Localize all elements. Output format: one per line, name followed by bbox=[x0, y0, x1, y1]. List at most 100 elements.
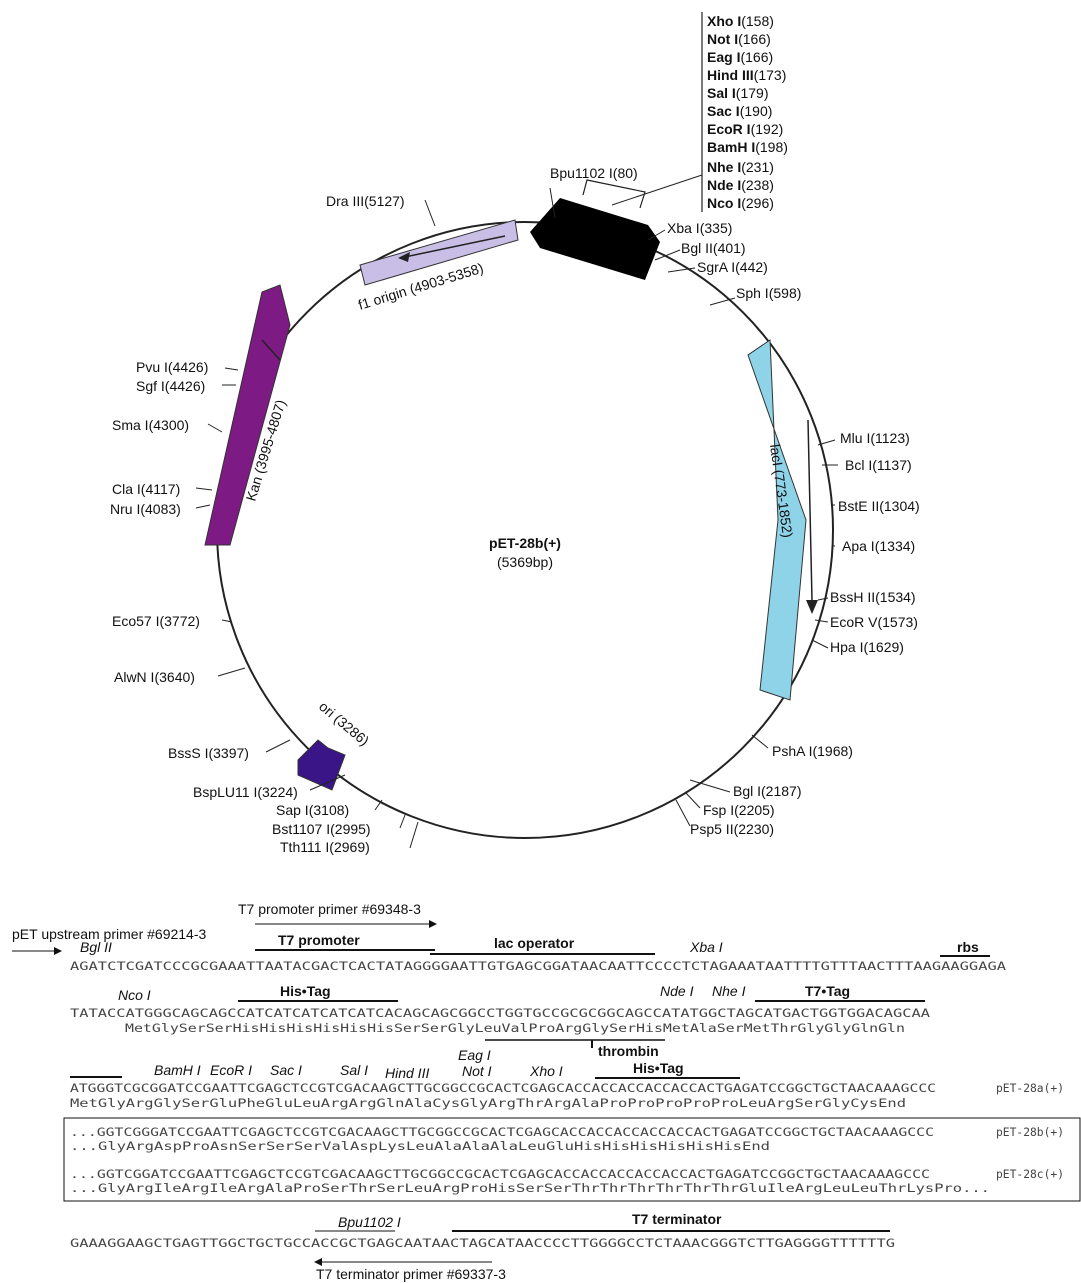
t7-tag-feature: T7•Tag bbox=[805, 983, 850, 999]
site-label: Sap I(3108) bbox=[276, 802, 349, 818]
nco-site: Nco I bbox=[118, 987, 151, 1003]
protein-line-2: MetGlySerSerHisHisHisHisHisHisSerSerGlyL… bbox=[125, 1022, 905, 1035]
laci-feature bbox=[747, 339, 807, 701]
site-label: Bgl II(401) bbox=[681, 240, 746, 256]
t7-promoter-primer-label: T7 promoter primer #69348-3 bbox=[238, 901, 421, 917]
t7-terminator-primer-label: T7 terminator primer #69337-3 bbox=[316, 1266, 506, 1282]
bgl2-site: Bgl II bbox=[80, 939, 112, 955]
site-label: AlwN I(3640) bbox=[114, 669, 195, 685]
site-label: Eco57 I(3772) bbox=[112, 613, 200, 629]
site-label: SgrA I(442) bbox=[697, 259, 768, 275]
plasmid-backbone bbox=[216, 221, 834, 839]
sal-site: Sal I bbox=[340, 1062, 368, 1078]
mcs-item: Eag I(166) bbox=[707, 49, 773, 65]
site-label: Bpu1102 I(80) bbox=[550, 165, 638, 181]
plasmid-name: pET-28b(+) bbox=[489, 535, 561, 551]
protein-line-3: MetGlyArgGlySerGluPheGluLeuArgArgGlnAlaC… bbox=[70, 1097, 906, 1110]
site-label: Apa I(1334) bbox=[842, 538, 915, 554]
mcs-item: Sal I(179) bbox=[707, 85, 768, 101]
his-tag-2-feature: His•Tag bbox=[633, 1060, 684, 1076]
site-label: Psp5 II(2230) bbox=[690, 821, 774, 837]
restriction-site-labels: Bpu1102 I(80) Xba I(335) Bgl II(401) Sgr… bbox=[110, 165, 920, 855]
f1-origin-feature bbox=[359, 219, 519, 286]
site-label: Bst1107 I(2995) bbox=[272, 821, 371, 837]
bpu-site: Bpu1102 I bbox=[338, 1214, 401, 1230]
site-label: BstE II(1304) bbox=[838, 498, 920, 514]
arrowhead-icon bbox=[314, 1258, 322, 1266]
thrombin-feature: thrombin bbox=[598, 1043, 659, 1059]
mcs-item: BamH I(198) bbox=[707, 139, 788, 155]
site-label: Tth111 I(2969) bbox=[280, 839, 370, 855]
xho-site: Xho I bbox=[529, 1063, 563, 1079]
site-label: Xba I(335) bbox=[667, 220, 732, 236]
mcs-list: Xho I(158) Not I(166) Eag I(166) Hind II… bbox=[707, 13, 788, 211]
mcs-item: EcoR I(192) bbox=[707, 121, 783, 137]
laci-arrowhead bbox=[806, 600, 818, 614]
site-label: Pvu I(4426) bbox=[136, 359, 208, 375]
f1-arrowhead bbox=[398, 252, 410, 262]
sac-site: Sac I bbox=[270, 1062, 302, 1078]
his-tag-feature: His•Tag bbox=[280, 983, 331, 999]
mcs-bracket bbox=[582, 179, 646, 209]
site-label: Sph I(598) bbox=[736, 285, 801, 301]
sequence-line-6: GAAAGGAAGCTGAGTTGGCTGCTGCCACCGCTGAGCAATA… bbox=[70, 1237, 895, 1250]
nde-site: Nde I bbox=[660, 983, 694, 999]
hind-site: Hind III bbox=[385, 1065, 429, 1081]
f1-direction-arrow bbox=[399, 235, 506, 259]
sequence-panel: T7 promoter primer #69348-3 pET upstream… bbox=[12, 901, 1081, 1282]
nhe-site: Nhe I bbox=[712, 983, 746, 999]
site-label: BspLU11 I(3224) bbox=[193, 784, 298, 800]
site-label: Hpa I(1629) bbox=[830, 639, 904, 655]
plasmid-size: (5369bp) bbox=[497, 554, 553, 570]
lac-operator-feature: lac operator bbox=[494, 935, 575, 951]
sequence-line-4: ...GGTCGGGATCCGAATTCGAGCTCCGTCGACAAGCTTG… bbox=[70, 1126, 934, 1139]
site-label: BssS I(3397) bbox=[168, 745, 249, 761]
xba-site: Xba I bbox=[689, 939, 723, 955]
kan-feature bbox=[204, 284, 291, 546]
not-site: Not I bbox=[462, 1063, 492, 1079]
rbs-feature: rbs bbox=[957, 939, 979, 955]
t7-promoter-feature: T7 promoter bbox=[278, 932, 360, 948]
eag-site: Eag I bbox=[458, 1047, 491, 1063]
mcs-item: Not I(166) bbox=[707, 31, 771, 47]
arrowhead-icon bbox=[429, 920, 437, 928]
mcs-item: Xho I(158) bbox=[707, 13, 774, 29]
vector-label-b: pET-28b(+) bbox=[996, 1126, 1064, 1139]
mcs-leader-line bbox=[611, 174, 703, 206]
sequence-line-2: TATACCATGGGCAGCAGCCATCATCATCATCATCACAGCA… bbox=[70, 1007, 930, 1020]
mcs-item: Nhe I(231) bbox=[707, 159, 774, 175]
laci-direction-line bbox=[807, 419, 813, 601]
site-label: Cla I(4117) bbox=[112, 481, 180, 497]
site-label: PshA I(1968) bbox=[772, 743, 853, 759]
upstream-primer-label: pET upstream primer #69214-3 bbox=[12, 926, 206, 942]
bamh-site: BamH I bbox=[154, 1062, 201, 1078]
protein-line-4: ...GlyArgAspProAsnSerSerSerValAspLysLeuA… bbox=[70, 1140, 770, 1153]
vector-label-c: pET-28c(+) bbox=[996, 1168, 1064, 1181]
site-label: Bgl I(2187) bbox=[733, 783, 801, 799]
mcs-item: Nco I(296) bbox=[707, 195, 774, 211]
site-label: Fsp I(2205) bbox=[703, 802, 775, 818]
ori-feature bbox=[297, 739, 346, 791]
site-label: Mlu I(1123) bbox=[840, 430, 910, 446]
site-label: Dra III(5127) bbox=[326, 193, 405, 209]
arrowhead-icon bbox=[54, 947, 62, 955]
site-label: Sgf I(4426) bbox=[136, 378, 205, 394]
kan-direction-mark bbox=[261, 339, 281, 361]
site-label: Nru I(4083) bbox=[110, 501, 181, 517]
ori-label: ori (3286) bbox=[316, 698, 372, 749]
mcs-item: Hind III(173) bbox=[707, 67, 786, 83]
mcs-item: Nde I(238) bbox=[707, 177, 774, 193]
site-label: Sma I(4300) bbox=[112, 417, 189, 433]
site-leader-lines bbox=[195, 187, 838, 849]
sequence-line-5: ...GGTCGGATCCGAATTCGAGCTCCGTCGACAAGCTTGC… bbox=[70, 1168, 930, 1181]
site-label: EcoR V(1573) bbox=[830, 614, 918, 630]
sequence-line-3: ATGGGTCGCGGATCCGAATTCGAGCTCCGTCGACAAGCTT… bbox=[70, 1082, 936, 1095]
site-label: Bcl I(1137) bbox=[845, 457, 912, 473]
mcs-item: Sac I(190) bbox=[707, 103, 772, 119]
sequence-line-1: AGATCTCGATCCCGCGAAATTAATACGACTCACTATAGGG… bbox=[70, 960, 1006, 973]
t7-terminator-feature: T7 terminator bbox=[632, 1211, 722, 1227]
mcs-region-feature bbox=[530, 198, 660, 280]
protein-line-5: ...GlyArgIleArgIleArgAlaProSerThrSerLeuA… bbox=[70, 1182, 990, 1195]
site-label: BssH II(1534) bbox=[830, 589, 916, 605]
